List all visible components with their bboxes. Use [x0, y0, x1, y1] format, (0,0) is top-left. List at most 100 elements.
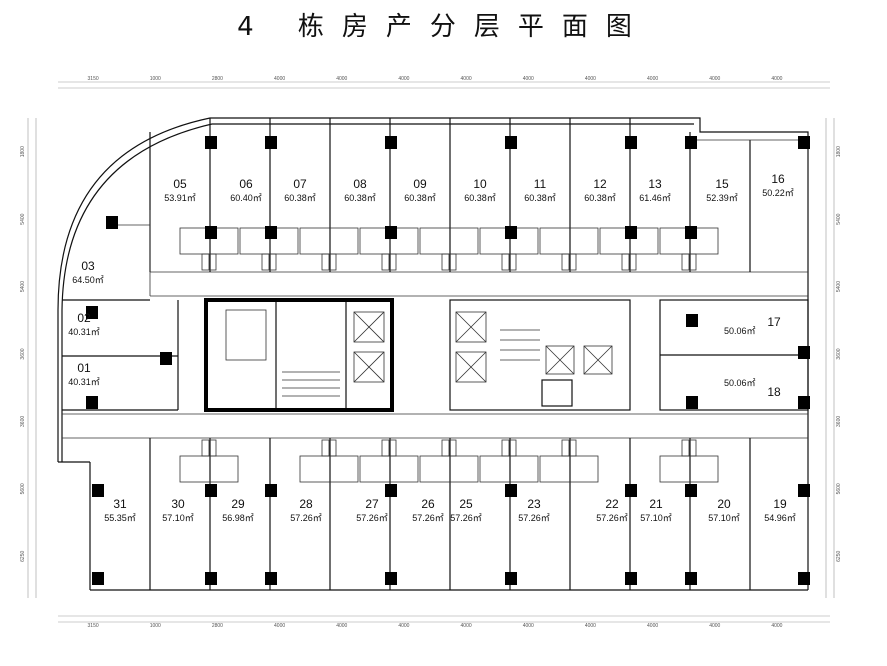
dimension-label: 4000 [709, 623, 720, 629]
bathroom-pod [479, 439, 539, 483]
bathroom-pod [539, 227, 599, 271]
core-left [204, 298, 394, 412]
column [205, 136, 217, 149]
column [265, 484, 277, 497]
dimension-lines [27, 81, 835, 623]
unit-area: 57.26㎡ [518, 513, 550, 523]
unit-number: 19 [773, 497, 787, 511]
column [625, 484, 637, 497]
dimension-label: 4000 [398, 76, 409, 82]
unit-31: 31 55.35㎡ [104, 497, 136, 523]
dimension-label: 5400 [836, 213, 842, 224]
column [686, 314, 698, 327]
column [385, 226, 397, 239]
column [686, 396, 698, 409]
unit-area: 57.26㎡ [290, 513, 322, 523]
column [685, 572, 697, 585]
unit-number: 29 [231, 497, 245, 511]
unit-number: 23 [527, 497, 541, 511]
building-outline [57, 117, 809, 591]
unit-area: 60.38㎡ [464, 193, 496, 203]
dimension-label: 4000 [585, 76, 596, 82]
unit-number: 11 [534, 177, 547, 191]
unit-area: 50.22㎡ [762, 188, 794, 198]
structural-columns [86, 136, 810, 585]
dimension-label: 4000 [709, 76, 720, 82]
unit-area: 60.38㎡ [344, 193, 376, 203]
dimension-label: 5600 [20, 483, 26, 494]
bathroom-pod [299, 439, 359, 483]
unit-labels: 0553.91㎡0660.40㎡0760.38㎡0860.38㎡0960.38㎡… [68, 172, 796, 523]
unit-number: 10 [473, 177, 487, 191]
dimension-label: 1800 [836, 146, 842, 157]
bathroom-pods-bottom [179, 439, 719, 483]
unit-number: 03 [81, 259, 95, 273]
bathroom-pod [299, 227, 359, 271]
unit-area: 52.39㎡ [706, 193, 738, 203]
column [798, 572, 810, 585]
dimension-label: 4000 [274, 76, 285, 82]
column [505, 484, 517, 497]
dimension-label: 3150 [88, 623, 99, 629]
unit-area: 57.10㎡ [640, 513, 672, 523]
column [385, 572, 397, 585]
unit-number: 15 [715, 177, 729, 191]
unit-number: 31 [113, 497, 127, 511]
unit-number: 09 [413, 177, 427, 191]
dimension-label: 4000 [647, 76, 658, 82]
unit-number: 12 [593, 177, 607, 191]
unit-number: 21 [649, 497, 663, 511]
bathroom-pod [179, 439, 239, 483]
column [798, 396, 810, 409]
dimension-label: 4000 [336, 76, 347, 82]
dimension-label: 1800 [20, 146, 26, 157]
column [92, 484, 104, 497]
unit-number: 22 [605, 497, 619, 511]
core-right [449, 299, 631, 411]
unit-10: 10 60.38㎡ [464, 177, 496, 203]
column [385, 484, 397, 497]
column [505, 136, 517, 149]
bathroom-pod [419, 439, 479, 483]
column [798, 136, 810, 149]
unit-number: 02 [77, 311, 91, 325]
dimension-label: 4000 [274, 623, 285, 629]
unit-number: 01 [77, 361, 91, 375]
unit-area: 55.35㎡ [104, 513, 136, 523]
dimension-label: 5400 [20, 213, 26, 224]
unit-area: 40.31㎡ [68, 377, 100, 387]
bathroom-pod [359, 439, 419, 483]
dimension-label: 3600 [20, 416, 26, 427]
unit-number: 13 [648, 177, 662, 191]
bathroom-pods-top [179, 227, 719, 271]
bathroom-pod [539, 439, 599, 483]
dimension-label: 1000 [150, 76, 161, 82]
page-title: 4 栋房产分层平面图 [237, 12, 650, 42]
unit-area: 60.40㎡ [230, 193, 262, 203]
unit-03: 03 64.50㎡ [72, 259, 104, 285]
unit-number: 20 [717, 497, 731, 511]
unit-area: 57.26㎡ [450, 513, 482, 523]
dimension-label: 5400 [836, 281, 842, 292]
dimension-label: 3600 [836, 348, 842, 359]
column [265, 572, 277, 585]
column [385, 136, 397, 149]
dimension-label: 2800 [212, 76, 223, 82]
unit-area: 57.10㎡ [162, 513, 194, 523]
unit-area: 64.50㎡ [72, 275, 104, 285]
